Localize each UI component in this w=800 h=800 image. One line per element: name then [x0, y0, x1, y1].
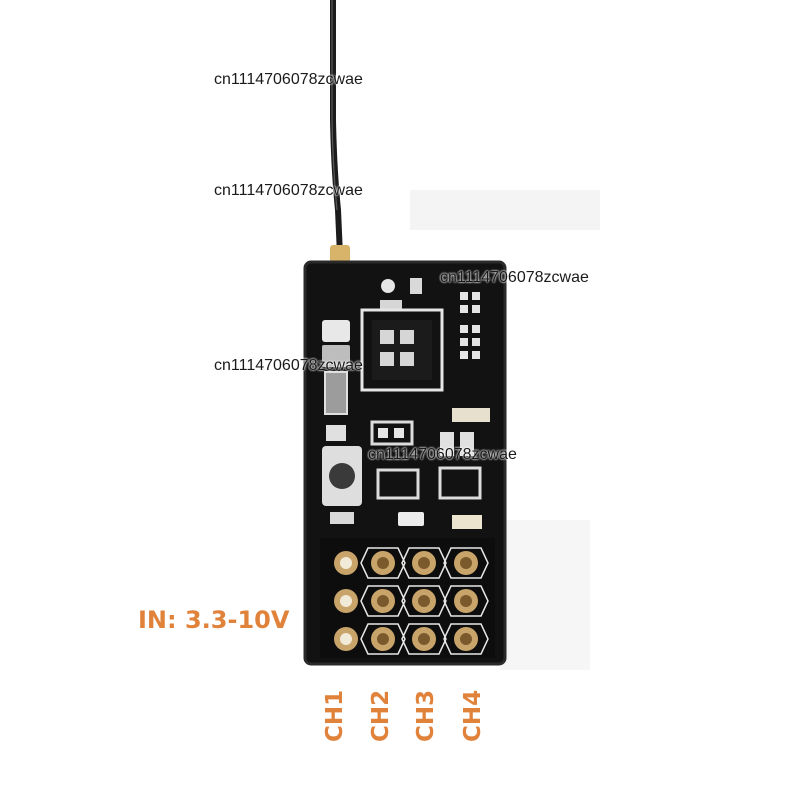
smd-component [440, 432, 454, 456]
pin-pads [334, 551, 478, 651]
bind-button [329, 463, 355, 489]
smd-component [394, 428, 404, 438]
smd-component [322, 345, 350, 367]
watermark-text: cn1114706078zcwae [368, 446, 517, 463]
watermark-text: cn1114706078zcwae [214, 357, 363, 374]
smd-component [380, 300, 402, 309]
watermark-text: cn1114706078zcwae [214, 182, 363, 199]
smd-component [410, 278, 422, 294]
smd-component [438, 466, 482, 500]
right-pad-array [460, 292, 480, 359]
smd-component [324, 371, 348, 415]
watermark-text: cn1114706078zcwae [214, 71, 363, 88]
chip-pad [380, 330, 394, 344]
channel-label-ch4: CH4 [460, 689, 486, 742]
chip-pad [400, 330, 414, 344]
chip-pad [380, 352, 394, 366]
smd-component [370, 420, 414, 446]
chip-pad [400, 352, 414, 366]
mounting-dot [381, 279, 395, 293]
smd-component [452, 515, 482, 529]
antenna-wire-highlight [331, 0, 338, 211]
pcb-board-edge [303, 260, 507, 666]
smd-component [376, 468, 420, 500]
background-shadow [500, 520, 590, 670]
watermark-text: cn1114706078zcwae [440, 269, 589, 286]
smd-component [460, 432, 474, 456]
smd-component [326, 425, 346, 441]
smd-component [452, 408, 490, 422]
smd-component [378, 428, 388, 438]
main-chip [372, 320, 432, 380]
pin-pad-silkscreen [360, 547, 489, 655]
channel-label-ch1: CH1 [322, 689, 348, 742]
crystal-component [322, 320, 350, 342]
voltage-label: IN: 3.3-10V [138, 606, 290, 634]
background-shadow [410, 190, 600, 230]
channel-label-ch2: CH2 [368, 689, 394, 742]
channel-label-ch3: CH3 [413, 689, 439, 742]
main-chip-outline [360, 308, 444, 392]
antenna-wire [330, 0, 343, 258]
smd-component [330, 512, 354, 524]
led-component [398, 512, 424, 526]
